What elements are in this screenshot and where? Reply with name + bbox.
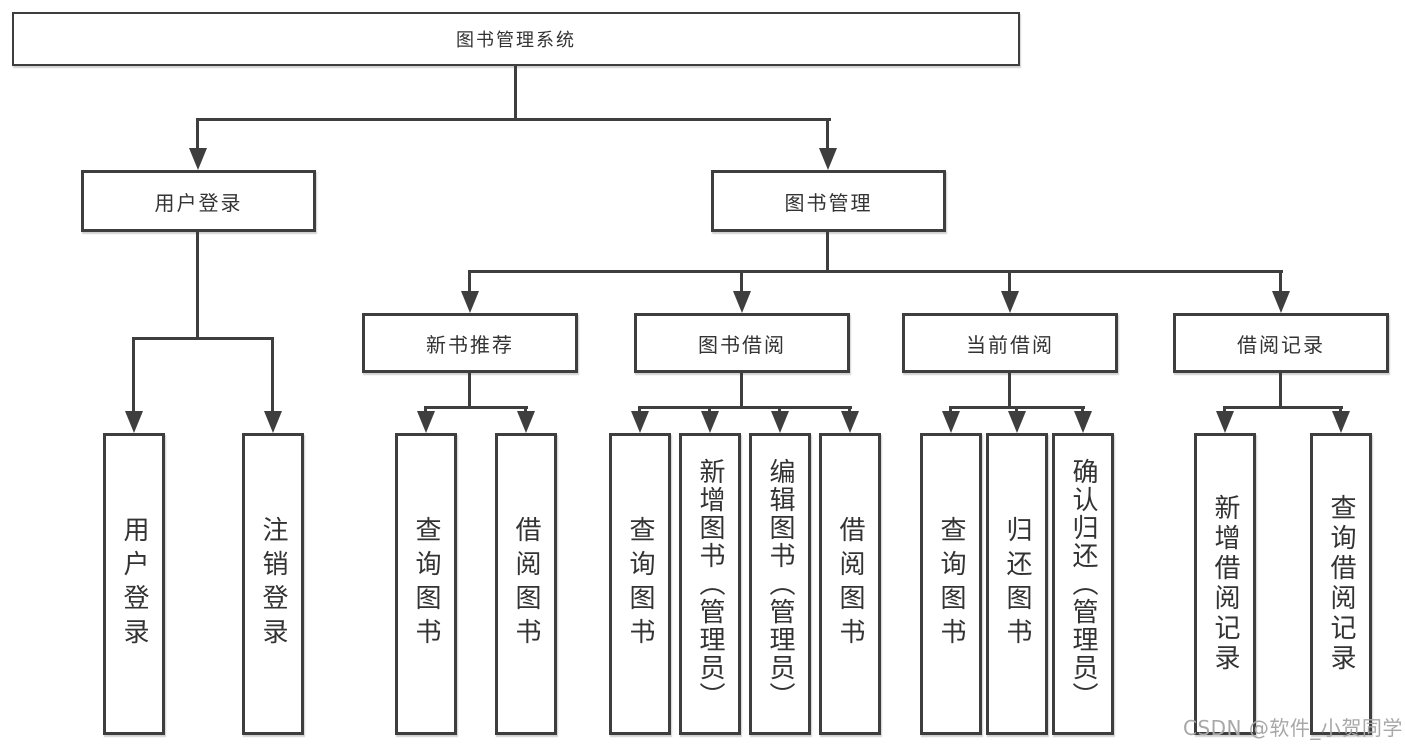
- leaf-return-book: 归还图书: [986, 433, 1048, 735]
- leaf-query-books-current: 查询图书: [920, 433, 982, 735]
- arrow-down-icon: [417, 411, 435, 433]
- connector-borrowrecords-stem-2: [1339, 406, 1342, 415]
- arrow-down-icon: [841, 411, 859, 433]
- arrow-down-icon: [771, 411, 789, 433]
- node-borrow-records: 借阅记录: [1173, 313, 1389, 373]
- connector-newbook-stem-2: [524, 406, 527, 415]
- node-new-book-recommend: 新书推荐: [362, 313, 578, 373]
- connector-bookmgmt-stem-2: [740, 270, 743, 293]
- arrow-down-icon: [942, 411, 960, 433]
- node-label: 当前借阅: [966, 332, 1054, 357]
- arrow-down-icon: [701, 411, 719, 433]
- arrow-down-icon: [631, 411, 649, 433]
- arrow-down-icon: [819, 148, 837, 170]
- arrow-down-icon: [461, 291, 479, 313]
- connector-bookborrow-stem-4: [848, 406, 851, 415]
- node-book-management: 图书管理: [711, 170, 946, 232]
- connector-userlogin-trunk: [196, 232, 199, 337]
- node-label: 图书管理: [784, 190, 873, 215]
- connector-newbook-stem-1: [424, 406, 427, 415]
- connector-borrowrecords-bar: [1223, 406, 1343, 409]
- node-label: 用户登录: [154, 190, 243, 215]
- leaf-user-login: 用户登录: [103, 433, 165, 735]
- connector-bookborrow-trunk: [740, 373, 743, 406]
- arrow-down-icon: [1332, 411, 1350, 433]
- leaf-edit-book-admin: 编辑图书（管理员）: [749, 433, 811, 735]
- connector-root-stem-right: [826, 118, 829, 150]
- leaf-borrow-books: 借阅图书: [819, 433, 881, 735]
- connector-newbook-trunk: [468, 373, 471, 406]
- node-library-system: 图书管理系统: [12, 12, 1020, 66]
- connector-borrowrecords-stem-1: [1223, 406, 1226, 415]
- leaf-logout: 注销登录: [242, 433, 304, 735]
- connector-currentborrow-stem-3: [1081, 406, 1084, 415]
- connector-root-stem-left: [196, 118, 199, 150]
- connector-userlogin-stem-1: [132, 337, 135, 413]
- leaf-add-borrow-record: 新增借阅记录: [1194, 433, 1256, 735]
- connector-currentborrow-stem-2: [1015, 406, 1018, 415]
- node-current-borrow: 当前借阅: [902, 313, 1118, 373]
- node-label: 新书推荐: [426, 332, 514, 357]
- arrow-down-icon: [1272, 291, 1290, 313]
- connector-bookborrow-stem-2: [708, 406, 711, 415]
- node-label: 图书借阅: [698, 332, 786, 357]
- connector-userlogin-bar: [132, 337, 274, 340]
- connector-bookborrow-bar: [638, 406, 852, 409]
- arrow-down-icon: [733, 291, 751, 313]
- arrow-down-icon: [1008, 411, 1026, 433]
- leaf-query-books-borrow: 查询图书: [609, 433, 671, 735]
- connector-bookmgmt-stem-1: [468, 270, 471, 293]
- leaf-query-borrow-record: 查询借阅记录: [1310, 433, 1372, 735]
- leaf-confirm-return-admin: 确认归还（管理员）: [1052, 433, 1114, 735]
- connector-bookmgmt-stem-3: [1008, 270, 1011, 293]
- connector-root-trunk: [514, 66, 517, 118]
- connector-userlogin-stem-2: [271, 337, 274, 413]
- arrow-down-icon: [1216, 411, 1234, 433]
- node-user-login: 用户登录: [81, 170, 316, 232]
- connector-currentborrow-stem-1: [949, 406, 952, 415]
- arrow-down-icon: [1074, 411, 1092, 433]
- node-label: 图书管理系统: [456, 30, 576, 51]
- arrow-down-icon: [189, 148, 207, 170]
- connector-bookmgmt-stem-4: [1279, 270, 1282, 293]
- leaf-add-book-admin: 新增图书（管理员）: [679, 433, 741, 735]
- arrow-down-icon: [1001, 291, 1019, 313]
- connector-bookborrow-stem-3: [778, 406, 781, 415]
- connector-currentborrow-trunk: [1008, 373, 1011, 406]
- connector-bookborrow-stem-1: [638, 406, 641, 415]
- csdn-watermark: CSDN @软件_小贺同学: [1183, 716, 1403, 740]
- connector-newbook-bar: [424, 406, 528, 409]
- node-label: 借阅记录: [1237, 332, 1325, 357]
- connector-root-bar: [196, 118, 831, 121]
- node-book-borrow: 图书借阅: [634, 313, 850, 373]
- connector-bookmgmt-trunk: [826, 232, 829, 270]
- arrow-down-icon: [264, 411, 282, 433]
- leaf-borrow-books-recommend: 借阅图书: [495, 433, 557, 735]
- arrow-down-icon: [125, 411, 143, 433]
- leaf-query-books-recommend: 查询图书: [395, 433, 457, 735]
- arrow-down-icon: [517, 411, 535, 433]
- connector-bookmgmt-bar: [468, 270, 1283, 273]
- connector-borrowrecords-trunk: [1279, 373, 1282, 406]
